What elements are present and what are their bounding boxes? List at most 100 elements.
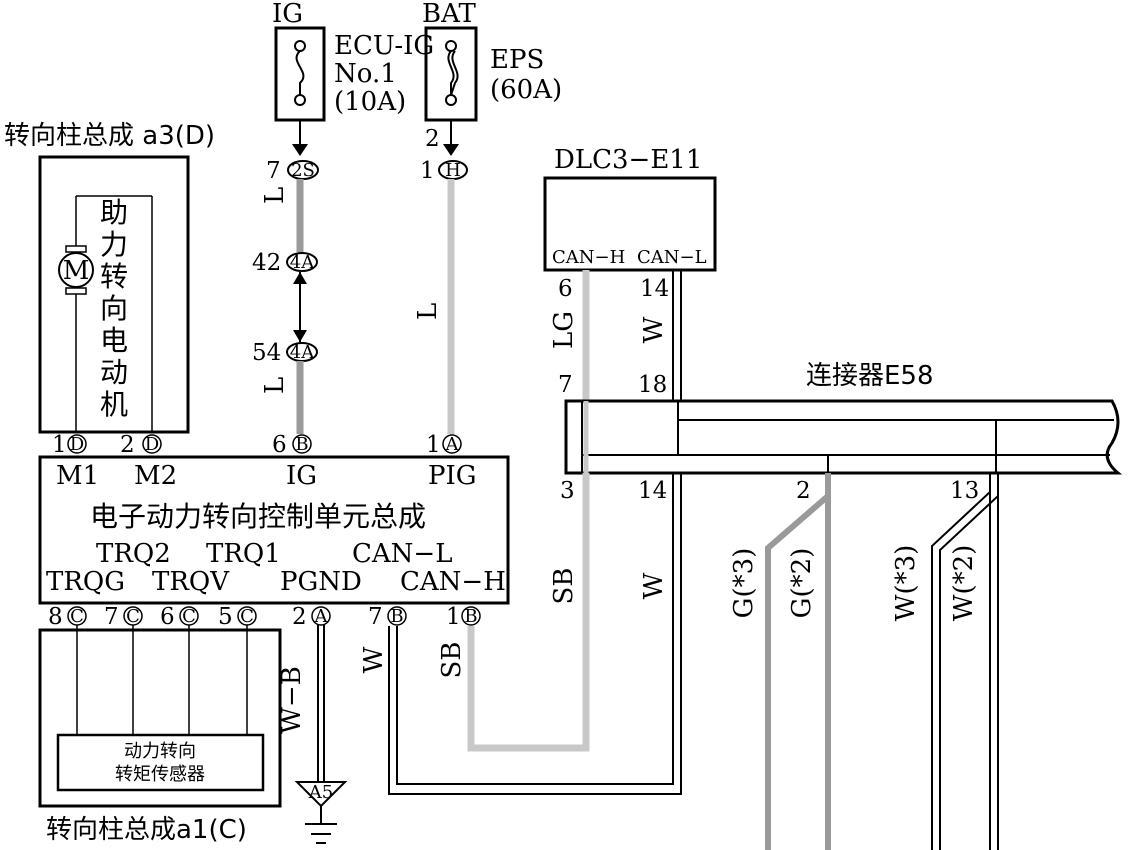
ecu-pin-ig: 6 <box>272 432 287 458</box>
ig-wire-l2-label: L <box>260 377 290 394</box>
connector-pin-18: 18 <box>638 372 667 398</box>
ecu-pin-pig: 1 <box>426 432 441 458</box>
wire-g2-label: G(*2) <box>787 548 817 619</box>
connector-pin-3: 3 <box>560 478 575 504</box>
wire-g3 <box>765 473 831 850</box>
ecu-pin-7b-ring <box>387 606 407 626</box>
ecu-pin-c5: 5 <box>218 604 233 630</box>
motor-char-2: 力 <box>100 228 128 261</box>
ig-arrow-top <box>292 144 308 156</box>
ecu-pin-c7-conn: C <box>126 606 140 627</box>
connector-pin-7: 7 <box>558 372 573 398</box>
motor-char-7: 机 <box>100 388 128 421</box>
motor-pin-2-ring <box>142 434 162 454</box>
wire-g3-label: G(*3) <box>729 548 759 619</box>
wire-sb-left-label: SB <box>437 642 467 679</box>
connector-pin-14: 14 <box>638 478 667 504</box>
wire-w-left-label: W <box>359 646 389 673</box>
ecu-pin-pgnd: 2 <box>292 604 307 630</box>
ecu-pin-c6-conn: C <box>182 606 196 627</box>
ecu-pin-c5-conn: C <box>240 606 254 627</box>
ecu-label-canh: CAN−H <box>400 567 506 597</box>
dlc-pin-14: 14 <box>640 276 669 302</box>
ecu-pin-7b-conn: B <box>390 606 403 627</box>
fuse-bat-symbol <box>445 40 459 106</box>
ecu-label-m2: M2 <box>134 461 177 491</box>
wire-w2-label: W(*2) <box>949 545 979 622</box>
fuse-ig-num: No.1 <box>334 59 397 89</box>
ecu-pin-1b-ring <box>461 606 481 626</box>
ecu-pin-1b: 1 <box>446 604 461 630</box>
dlc-canh-label: CAN−H <box>552 247 625 268</box>
motor-char-3: 转 <box>100 260 128 293</box>
ecu-pin-c7: 7 <box>104 604 119 630</box>
ecu-pin-ig-conn: B <box>295 434 308 455</box>
motor-pin-1: 1 <box>52 432 67 458</box>
wire-w3-label: W(*3) <box>891 545 921 622</box>
ecu-label-canl: CAN−L <box>352 539 452 569</box>
bat-pin-1: 1 <box>420 158 435 184</box>
ecu-label-m1: M1 <box>56 461 99 491</box>
ecu-title: 电子动力转向控制单元总成 <box>90 500 426 533</box>
ecu-box <box>38 455 510 605</box>
ig-conn-4a <box>286 252 318 272</box>
ecu-label-pig: PIG <box>428 461 477 491</box>
dlc-pin-6: 6 <box>558 276 573 302</box>
ig-arrow-down <box>293 330 307 342</box>
ecu-label-pgnd: PGND <box>280 567 362 597</box>
ecu-pin-ig-ring <box>292 434 312 454</box>
ecu-pin-pgnd-ring <box>311 606 331 626</box>
fuse-bat-label: BAT <box>422 0 476 29</box>
motor-char-6: 动 <box>100 356 128 389</box>
fuse-ig-label: IG <box>272 0 303 29</box>
ecu-label-trqv: TRQV <box>152 567 230 597</box>
connector-body <box>564 399 1123 475</box>
bat-pin-2: 2 <box>425 126 440 152</box>
ecu-pin-pig-conn: A <box>445 434 460 455</box>
bat-conn-h-label: H <box>445 160 461 181</box>
wire-w-a <box>396 473 674 785</box>
ecu-label-ig: IG <box>286 461 317 491</box>
motor-pin-1-ring <box>67 434 87 454</box>
ecu-pin-c8-conn: C <box>70 606 84 627</box>
motor-pin-2: 2 <box>120 432 135 458</box>
ig-pin-42: 42 <box>252 250 281 276</box>
ig-conn-4a-label: 4A <box>290 252 315 273</box>
sensor-assembly-title: 转向柱总成a1(C) <box>46 815 247 845</box>
wire-sb <box>467 473 590 752</box>
ecu-pin-pig-ring <box>442 434 462 454</box>
motor-char-1: 助 <box>100 196 128 229</box>
connector-pin-2: 2 <box>796 478 811 504</box>
motor-symbol: M <box>63 256 90 286</box>
ecu-label-trq2: TRQ2 <box>96 539 171 569</box>
connector-title: 连接器E58 <box>806 361 934 391</box>
ig-pin-7: 7 <box>266 158 281 184</box>
dlc-wire-w-label: W <box>639 316 669 343</box>
ecu-label-trq1: TRQ1 <box>206 539 281 569</box>
motor-pin-1-conn: D <box>70 434 84 455</box>
ground-terminal-label: A5 <box>308 782 333 803</box>
dlc-title: DLC3−E11 <box>554 145 702 175</box>
ecu-pin-pgnd-conn: A <box>314 606 329 627</box>
motor-icon <box>58 245 94 295</box>
fuse-ig-name: ECU-IG <box>334 31 434 61</box>
ig-conn-4a-2-label: 4A <box>290 342 315 363</box>
ground-terminal <box>294 781 348 808</box>
wire-sb-label: SB <box>549 568 579 605</box>
ig-arrow-up <box>293 272 307 284</box>
motor-assembly-box <box>38 155 190 434</box>
ground-wire-label: W−B <box>277 666 307 734</box>
ecu-pin-7b: 7 <box>368 604 383 630</box>
dlc-wire-lg-label: LG <box>549 311 579 349</box>
ecu-label-trqg: TRQG <box>46 567 125 597</box>
ig-conn-2s-label: 2S <box>291 160 315 181</box>
fuse-ig-symbol <box>294 40 306 106</box>
motor-pin-2-conn: D <box>145 434 159 455</box>
torque-sensor-line1: 动力转向 <box>124 741 196 762</box>
torque-sensor-box <box>56 733 265 792</box>
torque-sensor-line2: 转矩传感器 <box>115 764 205 785</box>
dlc-box <box>543 176 717 272</box>
connector-pin-13: 13 <box>950 478 979 504</box>
ecu-pin-c6: 6 <box>160 604 175 630</box>
motor-assembly-title: 转向柱总成 a3(D) <box>4 121 215 151</box>
